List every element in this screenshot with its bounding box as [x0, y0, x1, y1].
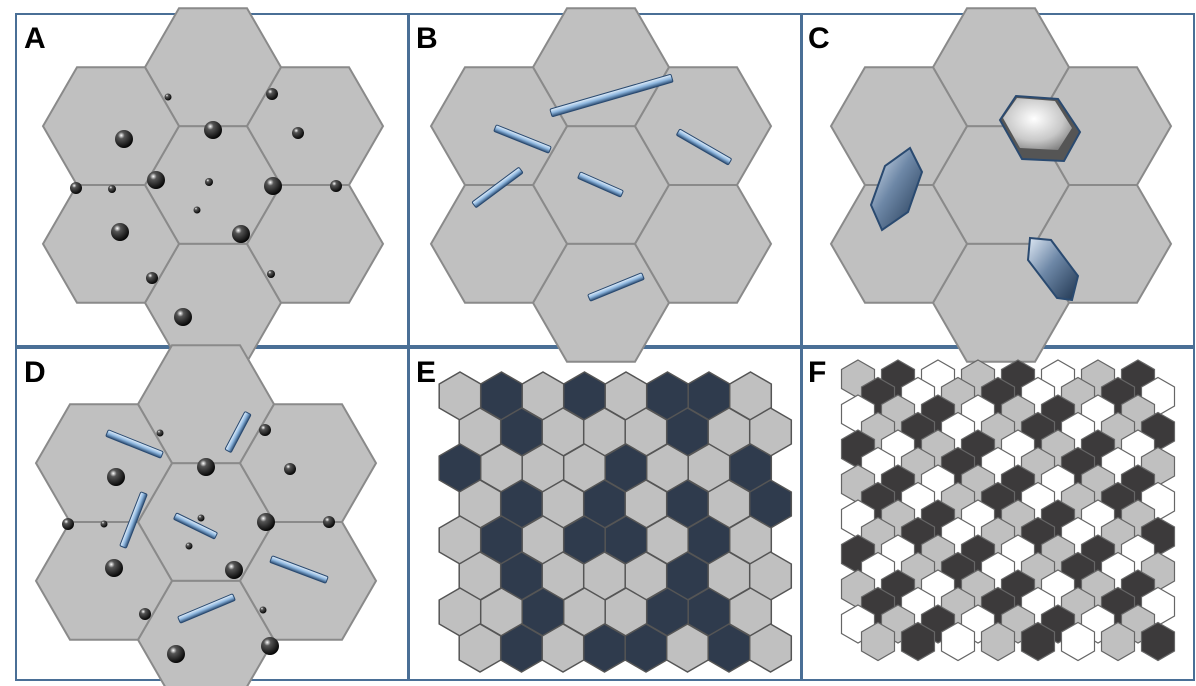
panel-b [429, 7, 773, 363]
sphere-precipitate [197, 458, 215, 476]
panel-label-c: C [808, 22, 830, 55]
gray-phase-grain [860, 621, 896, 662]
rod-precipitate [224, 411, 252, 453]
dark-phase-grain [1020, 621, 1056, 662]
panel-label-d: D [24, 356, 46, 389]
sphere-precipitate [323, 516, 335, 528]
sphere-precipitate [107, 468, 125, 486]
rod-precipitate [587, 272, 645, 302]
rod-precipitate [577, 171, 624, 198]
sphere-precipitate [257, 513, 275, 531]
grain-hexagon [633, 184, 773, 304]
sphere-precipitate [292, 127, 304, 139]
gray-phase-grain [980, 621, 1016, 662]
sphere-precipitate [266, 88, 278, 100]
sphere-precipitate [264, 177, 282, 195]
panel-e [438, 371, 793, 673]
rod-precipitate [549, 74, 674, 117]
grain-hexagon [429, 184, 569, 304]
sphere-precipitate [100, 520, 108, 528]
panel-c [829, 7, 1173, 363]
rod-precipitate [177, 593, 236, 624]
rod-precipitate [493, 124, 552, 154]
sphere-precipitate [146, 272, 158, 284]
large-crystal [1026, 236, 1080, 302]
rod-precipitate [173, 512, 218, 540]
white-phase-grain [1060, 621, 1096, 662]
sphere-precipitate [284, 463, 296, 475]
sphere-precipitate [232, 225, 250, 243]
sphere-precipitate [197, 514, 205, 522]
sphere-precipitate [156, 429, 164, 437]
panel-d [34, 344, 378, 686]
white-phase-grain [940, 621, 976, 662]
hexagonal-prism-face [1003, 98, 1072, 150]
panel-labels: A B C D E F [24, 22, 830, 389]
rod-precipitate [119, 491, 148, 549]
sphere-precipitate [261, 637, 279, 655]
sphere-precipitate [185, 542, 193, 550]
dark-phase-grain [1140, 621, 1176, 662]
sphere-precipitate [70, 182, 82, 194]
panel-a [41, 7, 385, 363]
large-crystal [869, 146, 924, 232]
rod-precipitate [472, 167, 523, 208]
sphere-precipitate [225, 561, 243, 579]
sphere-precipitate [205, 178, 213, 186]
sphere-precipitate [108, 185, 116, 193]
panel-label-b: B [416, 22, 438, 55]
panel-label-e: E [416, 356, 436, 389]
sphere-precipitate [204, 121, 222, 139]
rod-precipitate [269, 555, 329, 584]
sphere-precipitate [167, 645, 185, 663]
sphere-precipitate [330, 180, 342, 192]
sphere-precipitate [105, 559, 123, 577]
rod-precipitate [676, 129, 732, 165]
sphere-precipitate [111, 223, 129, 241]
sphere-precipitate [259, 424, 271, 436]
gray-phase-grain [1100, 621, 1136, 662]
rod-precipitate [105, 429, 164, 459]
sphere-precipitate [193, 206, 201, 214]
sphere-precipitate [115, 130, 133, 148]
sphere-precipitate [139, 608, 151, 620]
panel-label-a: A [24, 22, 46, 55]
panel-f [840, 359, 1176, 662]
sphere-precipitate [174, 308, 192, 326]
sphere-precipitate [267, 270, 275, 278]
sphere-precipitate [164, 93, 172, 101]
sphere-precipitate [62, 518, 74, 530]
dark-phase-grain [900, 621, 936, 662]
sphere-precipitate [259, 606, 267, 614]
sphere-precipitate [147, 171, 165, 189]
panel-label-f: F [808, 356, 826, 389]
light-phase-grain [748, 623, 793, 673]
grain-hexagon [829, 184, 969, 304]
